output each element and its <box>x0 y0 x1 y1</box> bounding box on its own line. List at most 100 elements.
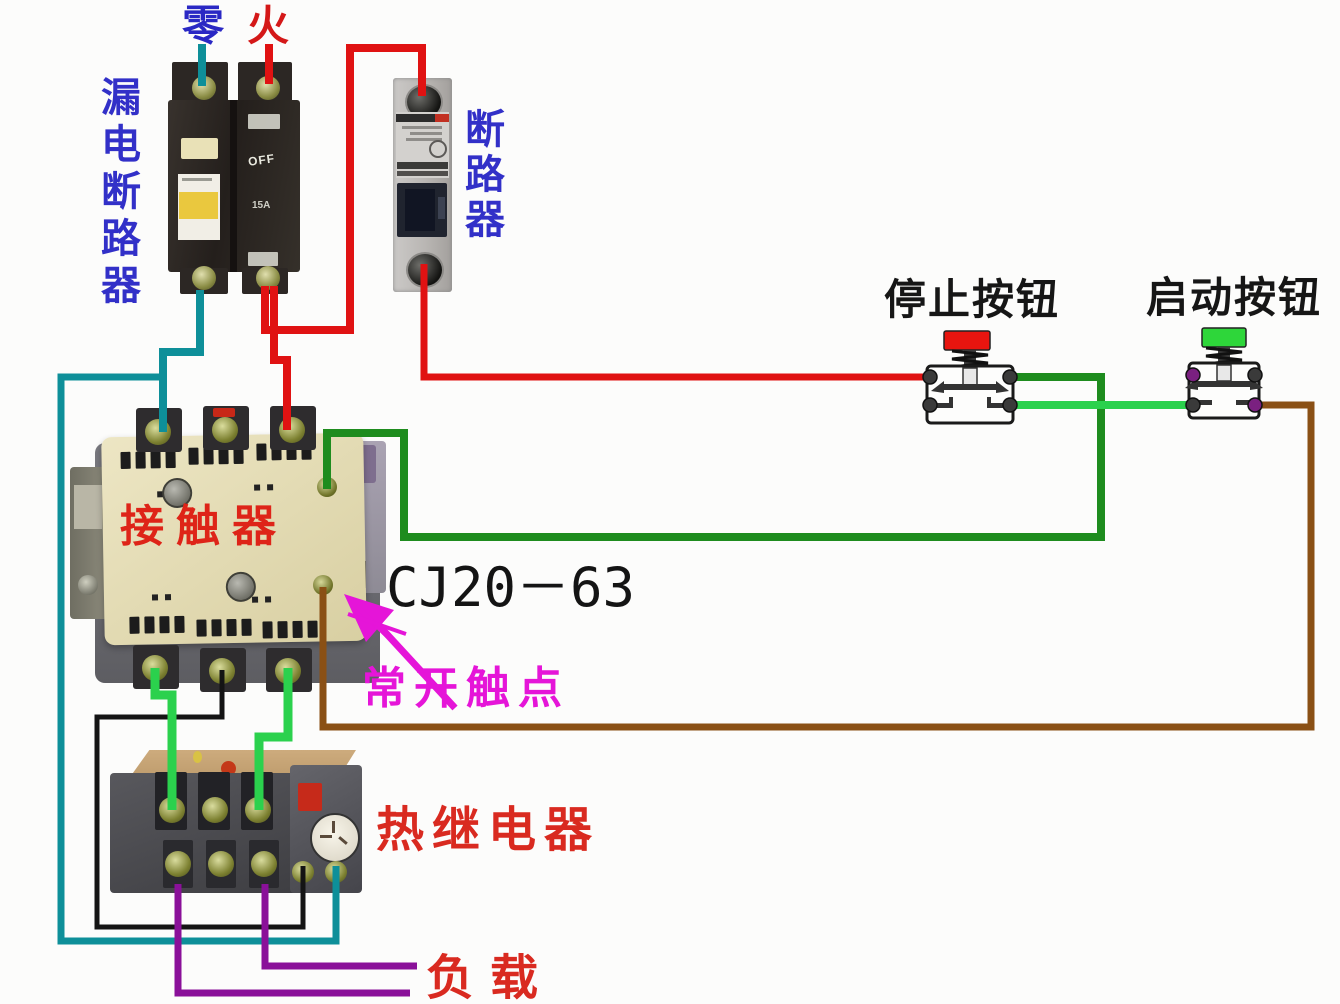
terminal-screw-icon <box>1185 367 1201 383</box>
label-yellow-block <box>179 192 218 219</box>
label-text-line <box>410 132 442 135</box>
contactor-model-label: CJ20－63 <box>386 556 636 619</box>
terminal-screw-icon <box>145 419 171 445</box>
live-label: 火 <box>247 2 290 49</box>
normally-open-contact-label: 常开触点 <box>362 664 570 713</box>
terminal-screw-icon <box>209 658 235 684</box>
spring-icon <box>951 349 989 369</box>
breaker-toggle <box>405 189 435 231</box>
relay-aux-terminal-1 <box>292 861 314 883</box>
stop-button-symbol <box>925 330 1015 425</box>
certification-logo-icon <box>429 140 447 158</box>
aux-contact-wire-to-stop-button <box>323 373 1105 541</box>
load-label: 负载 <box>426 952 555 1004</box>
arrow-icon <box>1185 378 1198 390</box>
terminal-screw-icon <box>922 397 938 413</box>
vent-slots <box>129 615 185 634</box>
toggle-marking <box>248 114 280 129</box>
lower-contact <box>1236 400 1252 405</box>
leakage-breaker-label: 漏电断路器 <box>95 76 139 311</box>
plunger-stem <box>964 350 976 368</box>
stop-button-cap <box>943 330 991 351</box>
thermal-relay-label: 热继电器 <box>376 804 601 857</box>
terminal-screw-icon <box>275 658 301 684</box>
start-button-symbol <box>1185 327 1263 420</box>
terminal-screw-icon <box>159 797 185 823</box>
breaker-label-panel <box>396 112 449 178</box>
breaker-toggle-notch <box>438 197 445 219</box>
plunger <box>1216 364 1232 382</box>
leakage-breaker-label-patch <box>181 138 218 159</box>
yellow-indicator-icon <box>193 751 202 763</box>
terminal-screw-icon <box>1002 369 1018 385</box>
terminal-screw-icon <box>212 417 238 443</box>
terminal-screw-icon <box>202 797 228 823</box>
thermal-relay-right-module <box>290 765 362 893</box>
vent-slots <box>120 451 176 469</box>
label-bar <box>397 162 448 169</box>
contact-bridge <box>944 384 996 390</box>
terminal-screw-icon <box>1185 397 1201 413</box>
aux-contact-terminal-top <box>317 477 337 497</box>
circuit-breaker <box>393 78 452 292</box>
terminal-screw-icon <box>922 369 938 385</box>
terminal-screw-icon <box>256 76 280 100</box>
contact-bridge <box>1198 381 1250 387</box>
arrow-icon <box>1250 378 1263 390</box>
lower-contact <box>936 403 953 408</box>
spring-icon <box>1205 346 1243 366</box>
terminal-screw-icon <box>406 252 444 288</box>
mount-dots <box>252 596 272 603</box>
thermal-relay <box>105 745 365 910</box>
label-text-line <box>402 126 442 129</box>
contactor-label: 接触器 <box>120 502 288 551</box>
leakage-breaker-rating-label <box>178 174 220 240</box>
neutral-label: 零 <box>182 2 225 49</box>
terminal-screw-icon <box>256 266 280 290</box>
terminal-screw-icon <box>279 417 305 443</box>
terminal-screw-icon <box>245 797 271 823</box>
terminal-screw-icon <box>1002 397 1018 413</box>
arrow-icon <box>931 381 944 393</box>
lower-contact-hook <box>949 397 953 408</box>
start-button-body <box>1187 361 1261 420</box>
plunger <box>962 367 978 386</box>
live-wire-breaker-to-stop-button <box>420 264 929 381</box>
mount-dots <box>254 484 274 491</box>
stop-button-body <box>925 364 1015 425</box>
relay-reset-button <box>298 783 322 811</box>
lower-contact <box>1196 400 1212 405</box>
breaker-label: 断路器 <box>459 108 503 243</box>
contactor <box>70 405 390 697</box>
terminal-screw-icon <box>1247 367 1263 383</box>
terminal-screw-icon <box>1247 397 1263 413</box>
leakage-breaker-pole-divider <box>230 100 237 272</box>
left-block-strip <box>74 485 102 529</box>
leakage-breaker: OFF 15A <box>168 62 300 294</box>
vent-slots <box>196 618 252 637</box>
vent-slots <box>262 620 318 639</box>
label-text-line <box>182 178 212 181</box>
terminal-screw-icon <box>165 851 191 877</box>
brand-stripe-red <box>435 114 449 122</box>
terminal-screw-icon <box>192 76 216 100</box>
red-wire-stub <box>213 408 235 417</box>
terminal-screw-icon <box>251 851 277 877</box>
arrow-icon <box>996 381 1009 393</box>
breaker-current-marking: 15A <box>252 200 271 211</box>
lower-contact-hook <box>987 397 991 408</box>
start-button-cap <box>1201 327 1247 348</box>
lower-contact <box>987 403 1004 408</box>
terminal-screw-icon <box>208 851 234 877</box>
stop-button-label: 停止按钮 <box>884 276 1061 323</box>
toggle-marking <box>248 252 278 266</box>
aux-contact-terminal-bottom <box>313 575 333 595</box>
start-button-label: 启动按钮 <box>1146 274 1323 321</box>
plunger-stem <box>1218 347 1230 364</box>
relay-aux-terminal-2 <box>325 861 347 883</box>
mount-dots <box>151 594 172 601</box>
terminal-screw-icon <box>142 655 168 681</box>
relay-adjust-dial <box>310 813 360 863</box>
terminal-screw-icon <box>78 575 98 595</box>
